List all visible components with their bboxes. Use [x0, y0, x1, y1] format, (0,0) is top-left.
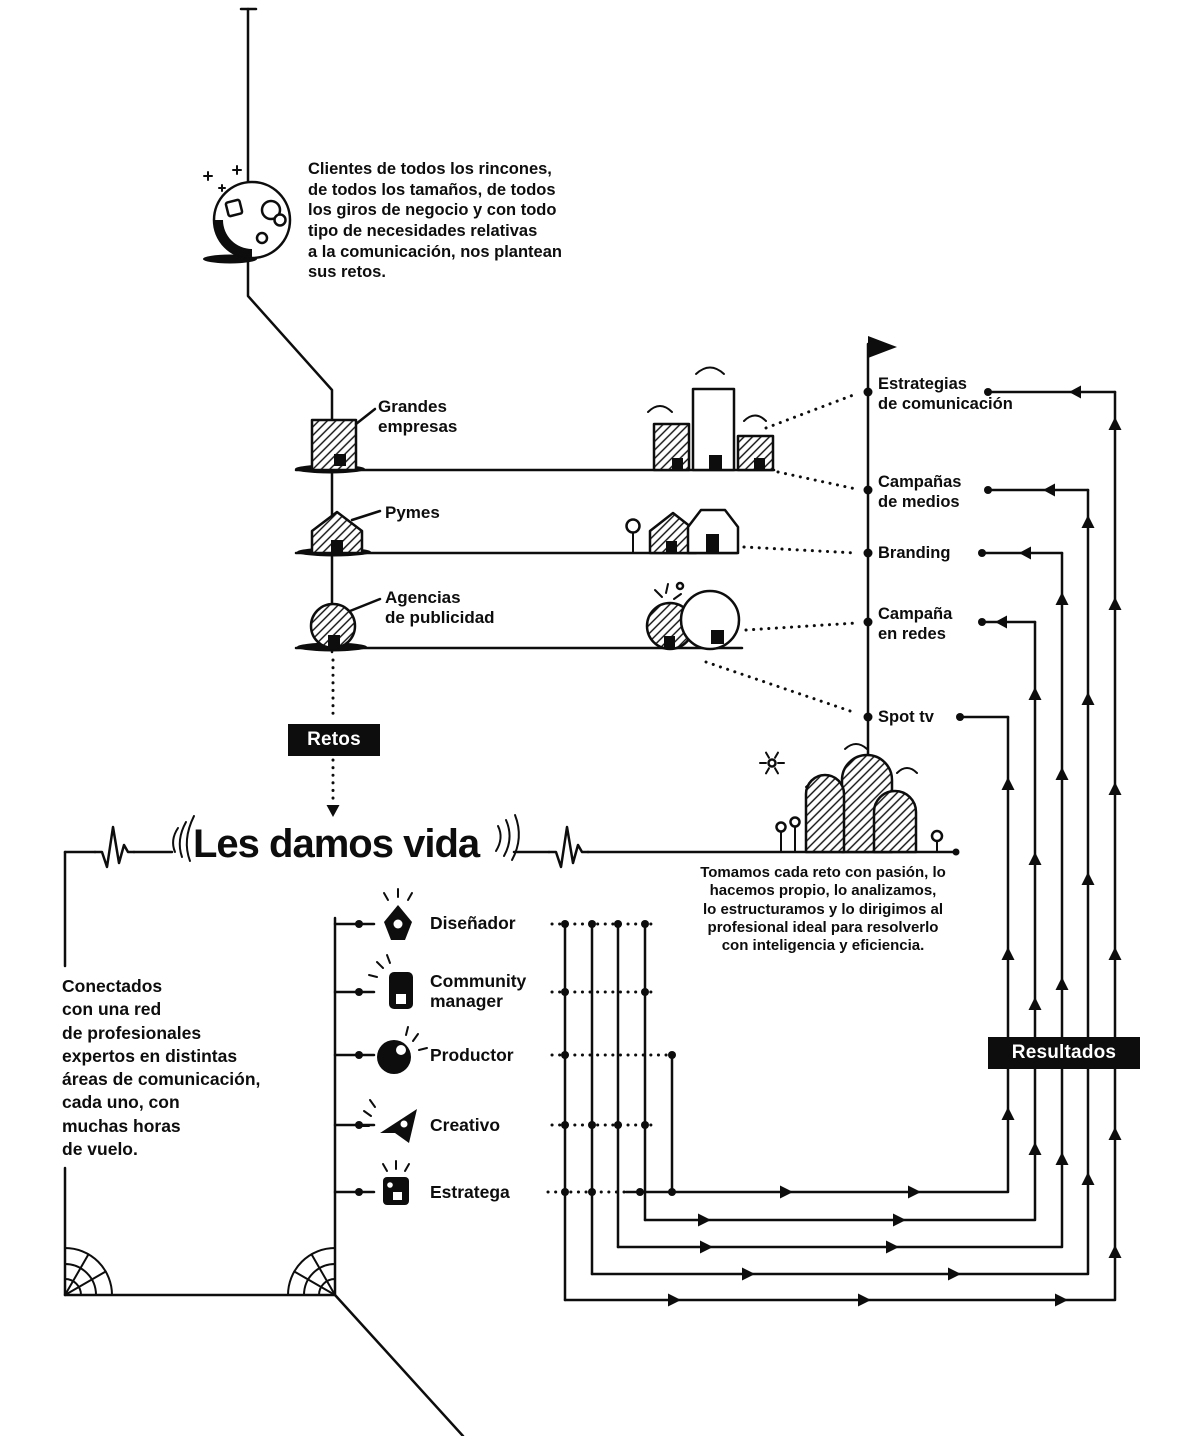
bird-icon: [896, 767, 918, 774]
mission-text: Tomamos cada reto con pasión, lo hacemos…: [700, 864, 946, 955]
network-circles-illustration: [645, 581, 741, 651]
bird-icon: [695, 366, 725, 375]
corner-fan-left-icon: [64, 1247, 113, 1296]
service-result-connectors: [956, 385, 1117, 721]
left-arrow-icon: [1069, 385, 1081, 399]
sparkle-icon: [654, 581, 685, 600]
service-label-branding: Branding: [878, 544, 951, 562]
client-service-dotted-connectors: [704, 392, 858, 715]
professional-label-creativo: Creativo: [430, 1115, 501, 1135]
network-text: Conectados con una red de profesionales …: [62, 976, 261, 1159]
hero-title: Les damos vida: [193, 822, 480, 866]
agency-circle-icon: [297, 597, 382, 652]
client-label-agencias: Agencias de publicidad: [385, 588, 495, 628]
service-dots: [863, 387, 873, 722]
wiring-vertical-lines: [563, 922, 674, 1302]
intro-text: Clientes de todos los rincones, de todos…: [308, 160, 562, 282]
resultados-badge: Resultados: [988, 1037, 1140, 1069]
moon-icon: [203, 180, 292, 264]
strategy-box-icon: [382, 1160, 410, 1205]
service-label-spot-tv: Spot tv: [878, 708, 934, 726]
retos-badge: Retos: [288, 724, 380, 756]
small-business-icon: [297, 509, 382, 557]
service-label-estrategias: Estrategias de comunicación: [878, 375, 1013, 414]
service-label-campanas-medios: Campañas de medios: [878, 473, 962, 512]
bird-icon: [647, 405, 673, 413]
camera-lens-icon: [377, 1026, 428, 1074]
junction-dots: [561, 920, 676, 1196]
professional-stubs: [333, 920, 376, 1196]
flag-icon: [868, 336, 897, 358]
client-label-grandes-empresas: Grandes empresas: [378, 397, 458, 437]
professional-label-estratega: Estratega: [430, 1182, 510, 1202]
office-building-icon: [295, 407, 377, 474]
up-arrow-icons: [1001, 417, 1122, 1258]
smartphone-icon: [368, 954, 413, 1009]
ekg-pulse-icon: [93, 825, 136, 869]
retos-flow-line: [326, 658, 340, 817]
professional-label-disenador: Diseñador: [430, 913, 516, 933]
houses-illustration: [625, 508, 740, 555]
sound-waves-right-icon: [495, 814, 520, 861]
city-buildings-illustration: [647, 366, 775, 472]
top-stem-line: [239, 7, 258, 190]
street-lamp-icon: [930, 829, 944, 843]
bird-icon: [743, 414, 767, 422]
down-arrow-icon: [326, 805, 340, 817]
paper-plane-icon: [360, 1099, 417, 1143]
left-arrow-icon: [1043, 483, 1055, 497]
professional-label-productor: Productor: [430, 1045, 514, 1065]
right-arrow-icons: [668, 1185, 1068, 1307]
skyline-domes-illustration: [759, 743, 960, 856]
service-label-campana-redes: Campaña en redes: [878, 605, 953, 644]
ekg-pulse-icon: [547, 825, 590, 869]
street-lamp-icon: [625, 518, 641, 534]
professional-dotted-stubs: [546, 922, 674, 1194]
street-lamp-icon: [789, 816, 801, 828]
client-label-pymes: Pymes: [385, 503, 440, 522]
moon-sparkles-icon: [203, 165, 242, 192]
street-lamp-icon: [775, 821, 787, 833]
professional-label-community-manager: Community manager: [430, 971, 527, 1012]
pen-nib-icon: [383, 888, 413, 940]
left-arrow-icon: [1019, 546, 1031, 560]
diagonal-tail-line: [333, 1293, 465, 1436]
sun-icon: [759, 751, 785, 775]
corner-fan-right-icon: [287, 1247, 336, 1296]
sound-waves-left-icon: [172, 815, 195, 862]
wiring-bus-lines: [563, 390, 1117, 1302]
left-arrow-icon: [995, 615, 1007, 629]
bird-icon: [844, 743, 868, 750]
